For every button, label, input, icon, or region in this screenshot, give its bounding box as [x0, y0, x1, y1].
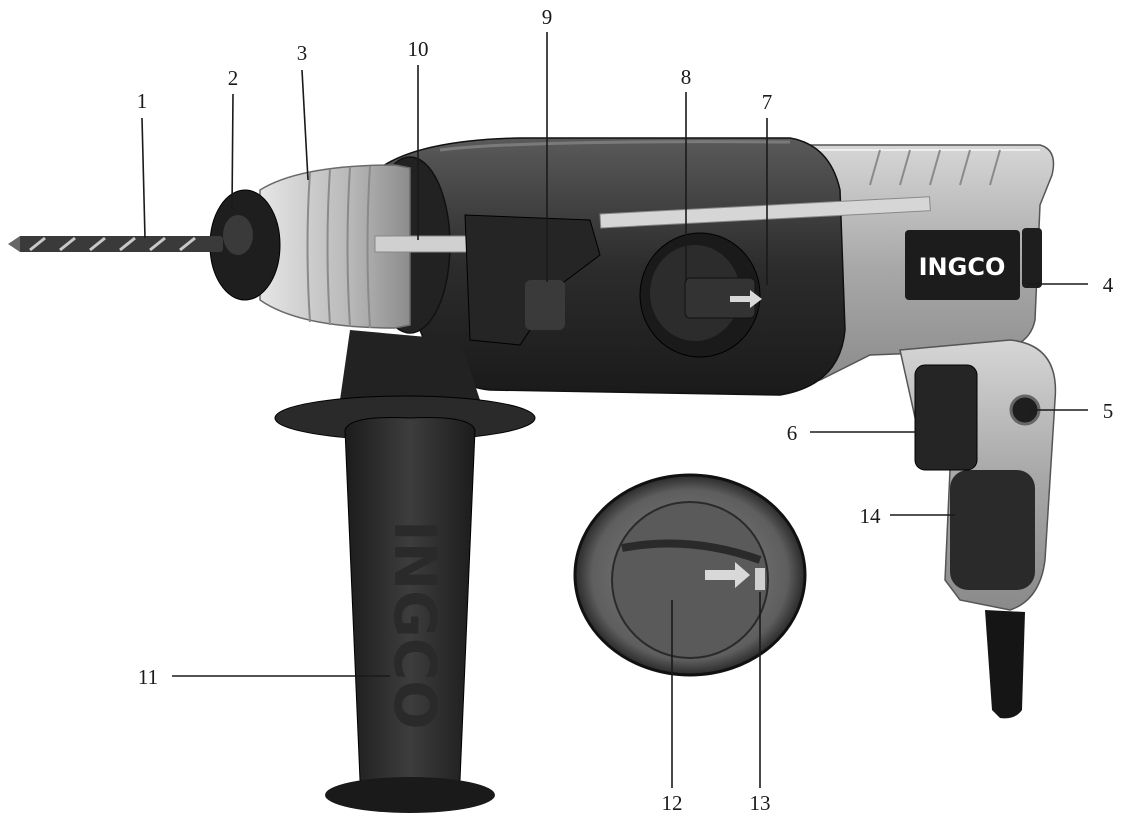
callout-7: 7 [762, 90, 773, 114]
callout-4: 4 [1103, 273, 1114, 297]
callout-10: 10 [408, 37, 429, 61]
callout-11: 11 [138, 665, 158, 689]
forward-reverse-switch [1022, 228, 1042, 288]
dust-cap [209, 189, 281, 301]
callout-6: 6 [787, 421, 798, 445]
leader-1 [141, 117, 146, 239]
callout-9: 9 [542, 5, 553, 29]
power-cord [985, 610, 1025, 719]
mode-selector-knob [639, 232, 762, 358]
callout-5: 5 [1103, 399, 1114, 423]
callout-13: 13 [750, 791, 771, 815]
leader-2 [231, 93, 234, 211]
auxiliary-handle: INGCO [274, 330, 536, 813]
brand-logo-text: INGCO [919, 253, 1006, 281]
grip-brand-text: INGCO [381, 520, 449, 730]
callout-3: 3 [297, 41, 308, 65]
callout-8: 8 [681, 65, 692, 89]
callout-numbers: 1 2 3 4 5 6 7 8 9 10 11 12 13 14 [137, 5, 1114, 815]
callout-14: 14 [860, 504, 882, 528]
sds-chuck [259, 164, 411, 329]
depth-gauge-clamp [464, 214, 601, 346]
drill-bit [8, 236, 223, 252]
housing-ribs [869, 149, 1001, 186]
leader-3 [301, 69, 309, 181]
callout-12: 12 [662, 791, 683, 815]
trigger [914, 364, 978, 471]
brand-plate: INGCO [905, 230, 1020, 300]
detail-inset [573, 473, 807, 677]
callout-1: 1 [137, 89, 148, 113]
leader-lines [141, 32, 1088, 788]
chuck-grooves [306, 165, 371, 329]
callout-2: 2 [228, 66, 239, 90]
